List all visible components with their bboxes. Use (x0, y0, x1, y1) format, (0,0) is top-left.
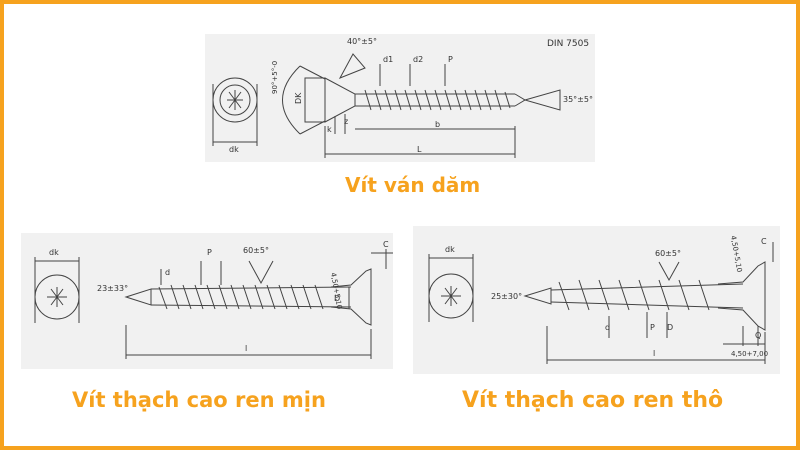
screw-head-side (304, 77, 326, 123)
label-l: l (245, 344, 247, 353)
label-b: b (435, 120, 440, 129)
label-DK: DK (294, 92, 303, 104)
label-C: C (383, 240, 389, 249)
label-d: d (605, 323, 610, 332)
label-P: P (207, 248, 212, 257)
label-P: P (448, 55, 453, 64)
label-dk: dk (49, 248, 59, 257)
bottom-dimension-label: 4,50+7,00 (731, 350, 768, 358)
label-dk: dk (445, 245, 455, 254)
label-d1: d1 (383, 55, 393, 64)
label-k: k (327, 125, 332, 134)
chipboard-screw-caption: Vít ván dăm (345, 173, 481, 197)
tip-angle-label: 35°±5° (563, 95, 593, 104)
coarse-thread-screw-drawing: dk 25±30° 60±5° 4,50+5,10 4,50+7,00 d P … (428, 235, 774, 364)
label-z: z (344, 117, 348, 126)
label-d: d (165, 268, 170, 277)
tip-angle-label: 23±33° (97, 284, 128, 293)
head-angle-label: 4,50+5,10 (729, 235, 743, 273)
thread-angle-label: 60±5° (243, 246, 269, 255)
chipboard-screw-drawing: DIN 7505 40°±5° 35°±5° 90°+5°-0 dk DK d1… (212, 37, 593, 158)
head-angle-label: 4,50+5,10 (329, 272, 343, 310)
screw-head-side (717, 261, 766, 331)
fine-thread-screw-drawing: dk 23±33° 60±5° 4,50+5,10 d P D C l (34, 240, 393, 359)
label-L: L (417, 145, 422, 154)
screw-head-side (330, 268, 372, 326)
head-side-angle-label: 90°+5°-0 (271, 61, 279, 94)
chipboard-screw-panel: DIN 7505 40°±5° 35°±5° 90°+5°-0 dk DK d1… (205, 34, 595, 162)
coarse-thread-screw-panel: dk 25±30° 60±5° 4,50+5,10 4,50+7,00 d P … (413, 226, 780, 374)
tip-angle-label: 25±30° (491, 292, 522, 301)
label-D: D (667, 323, 673, 332)
coarse-thread-screw-caption: Vít thạch cao ren thô (462, 388, 724, 413)
label-Q: Q (755, 331, 761, 340)
label-P: P (650, 323, 655, 332)
label-dk: dk (229, 145, 239, 154)
label-D: D (334, 294, 340, 303)
label-C: C (761, 237, 767, 246)
label-d2: d2 (413, 55, 423, 64)
din-standard-label: DIN 7505 (547, 39, 589, 49)
label-l: l (653, 349, 655, 358)
thread-angle-label: 60±5° (655, 249, 681, 258)
fine-thread-screw-caption: Vít thạch cao ren mịn (72, 388, 326, 412)
fine-thread-screw-panel: dk 23±33° 60±5° 4,50+5,10 d P D C l (21, 233, 393, 369)
head-angle-label: 40°±5° (347, 37, 377, 46)
